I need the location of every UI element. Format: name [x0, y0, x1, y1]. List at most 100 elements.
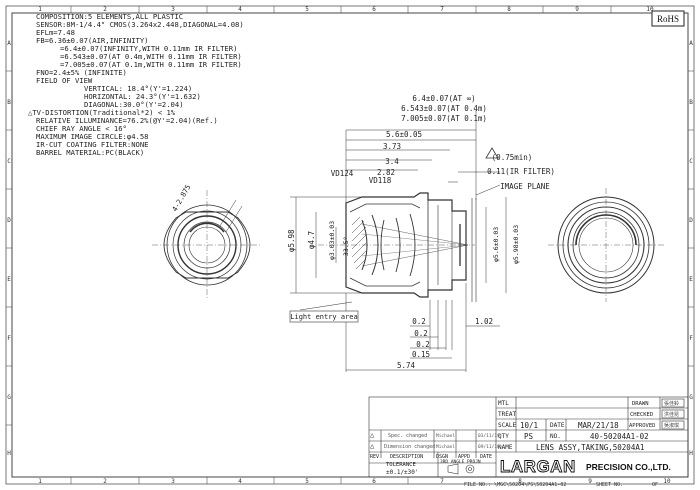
- drawn-label: DRAWN: [632, 401, 649, 407]
- spec-fno: FNO=2.4±5% (INFINITE): [36, 68, 127, 77]
- top-dimension-lines: [345, 110, 501, 205]
- rev-1-dsgn: Michael: [436, 444, 455, 450]
- grid-right-h: H: [689, 450, 693, 457]
- bottom-dimension-text: 0.2 0.2 0.2 0.15 5.74 1.02: [397, 317, 493, 370]
- outer-frame: [5, 5, 695, 485]
- spec-ir-cut: IR-CUT COATING FILTER:NONE: [36, 140, 149, 149]
- sheet-number-label: SHEET NO.: [596, 482, 623, 488]
- dim-1-02: 1.02: [475, 317, 493, 326]
- grid-right: A B C D E F G H: [688, 40, 694, 457]
- grid-top: 1 2 3 4 5 6 7 8 9 10: [38, 6, 654, 13]
- spec-sensor: SENSOR:8M-1/4.4" CMOS(3.264x2.448,DIAGON…: [36, 20, 244, 29]
- file-footer: FILE NO.: \MGC\50204\PS\50204A1-02 SHEET…: [464, 482, 658, 488]
- grid-top-1: 1: [38, 6, 42, 13]
- rev-mark-1: △: [370, 442, 375, 450]
- diameter-dimension-lines: [290, 196, 507, 294]
- spec-fov-vertical: VERTICAL: 18.4°(Y'=1.224): [84, 84, 193, 93]
- description-header: DESCRIPTION: [390, 454, 423, 460]
- dim-5-74: 5.74: [397, 361, 416, 370]
- front-view-left: [152, 190, 262, 300]
- grid-left-e: E: [7, 276, 11, 283]
- grid-bottom-2: 2: [103, 478, 107, 485]
- grid-bottom-6: 6: [372, 478, 376, 485]
- grid-bottom-7: 7: [440, 478, 444, 485]
- grid-top-10: 10: [646, 6, 654, 13]
- name-label: NAME: [498, 444, 513, 451]
- dim-0-15: 0.15: [412, 350, 430, 359]
- image-plane-label: IMAGE PLANE: [500, 182, 550, 191]
- grid-left-g: G: [7, 394, 11, 401]
- projection-label: 3RD ANGLE PROJN: [440, 459, 481, 465]
- appd-header: APPD: [458, 454, 470, 460]
- rev-mark-2: △: [370, 431, 375, 439]
- grid-bottom-1: 1: [38, 478, 42, 485]
- grid-bottom-8: 8: [518, 478, 522, 485]
- part-name: LENS ASSY,TAKING,50204A1: [536, 443, 644, 452]
- sheet-of-label: OF: [652, 482, 658, 488]
- dia-5-6-right: φ5.6±0.03: [492, 227, 500, 262]
- rev-1-desc: Dimension changed: [384, 444, 435, 450]
- no-label: NO.: [550, 433, 561, 440]
- rohs-text: RoHS: [657, 14, 679, 24]
- fb-04m: 6.543±0.07(AT 0.4m): [401, 104, 487, 113]
- rev-triangle-ir: [485, 147, 499, 159]
- inner-frame: [11, 12, 689, 478]
- grid-right-f: F: [689, 335, 693, 342]
- dsgn-header: DSGN: [436, 454, 448, 460]
- tolerance-value: ±0.1/±30': [386, 469, 419, 476]
- grid-left-h: H: [7, 450, 11, 457]
- dim-3-73: 3.73: [383, 142, 401, 151]
- dia-3-03: φ3.03±0.03: [328, 221, 336, 260]
- company-suffix: PRECISION CO.,LTD.: [586, 462, 671, 472]
- dim-5-6: 5.6±0.05: [386, 130, 422, 139]
- grid-left-d: D: [7, 217, 11, 224]
- grid-top-5: 5: [305, 6, 309, 13]
- fb-01m: 7.005±0.07(AT 0.1m): [401, 114, 487, 123]
- dia-5-98-left: φ5.98: [287, 229, 296, 252]
- spec-relative-illuminance: RELATIVE ILLUMINANCE=76.2%(@Y'=2.04)(Ref…: [36, 116, 218, 125]
- grid-right-e: E: [689, 276, 693, 283]
- grid-bottom-3: 3: [171, 478, 175, 485]
- fb-infinity: 6.4±0.07(AT ∞): [412, 94, 475, 103]
- rev-1-date: 09/11/18: [478, 444, 500, 450]
- spec-efl: EFLm=7.48: [36, 28, 75, 37]
- largan-wordmark: LARGAN: [500, 457, 576, 476]
- spec-fov: FIELD OF VIEW: [36, 76, 93, 85]
- stamp-approved: 吳淑琪: [664, 422, 679, 429]
- spec-fb-04m: =6.543±0.07(AT 0.4m,WITH 0.11mm IR FILTE…: [60, 52, 242, 61]
- grid-top-9: 9: [575, 6, 579, 13]
- grid-right-c: C: [689, 158, 693, 165]
- stamp-drawn: 張佳鈴: [664, 400, 679, 407]
- treat-label: TREAT: [498, 411, 516, 418]
- approved-label: APPROVED: [629, 423, 656, 429]
- grid-right-a: A: [689, 40, 693, 47]
- title-block-lines: [368, 396, 689, 478]
- grid-right-d: D: [689, 217, 693, 224]
- grid-bottom-5: 5: [305, 478, 309, 485]
- side-section-view: [318, 192, 477, 302]
- spec-composition: COMPOSITION:5 ELEMENTS,ALL PLASTIC: [36, 12, 184, 21]
- spec-chief-ray-angle: CHIEF RAY ANGLE < 16°: [36, 124, 127, 133]
- spec-barrel-material: BARREL MATERIAL:PC(BLACK): [36, 148, 145, 157]
- angle-33-5: 33.5°: [342, 236, 350, 256]
- dim-3-4: 3.4: [385, 157, 399, 166]
- dia-5-98-right: φ5.98±0.03: [512, 225, 520, 264]
- dim-2-82: 2.82: [377, 168, 395, 177]
- grid-bottom-10: 10: [663, 478, 671, 485]
- light-entry-callout: Light entry area: [289, 310, 359, 323]
- vd118-label: VD118: [369, 176, 392, 185]
- grid-left-c: C: [7, 158, 11, 165]
- bottom-dimension-lines: [299, 283, 500, 372]
- rear-view-right: [548, 188, 664, 302]
- spec-fov-horizontal: HORIZONTAL: 24.3°(Y'=1.632): [84, 92, 201, 101]
- grid-top-6: 6: [372, 6, 376, 13]
- grid-top-2: 2: [103, 6, 107, 13]
- ir-thickness-note: (0.75min): [492, 153, 533, 162]
- grid-right-b: B: [689, 99, 693, 106]
- grid-bottom: 1 2 3 4 5 6 7 8 9 10: [38, 477, 671, 485]
- dim-0-2-b: 0.2: [414, 329, 428, 338]
- grid-left: A B C D E F G H: [6, 40, 12, 457]
- vd124-label: VD124: [331, 169, 354, 178]
- dim-4-2875: 4-2.875: [171, 183, 193, 213]
